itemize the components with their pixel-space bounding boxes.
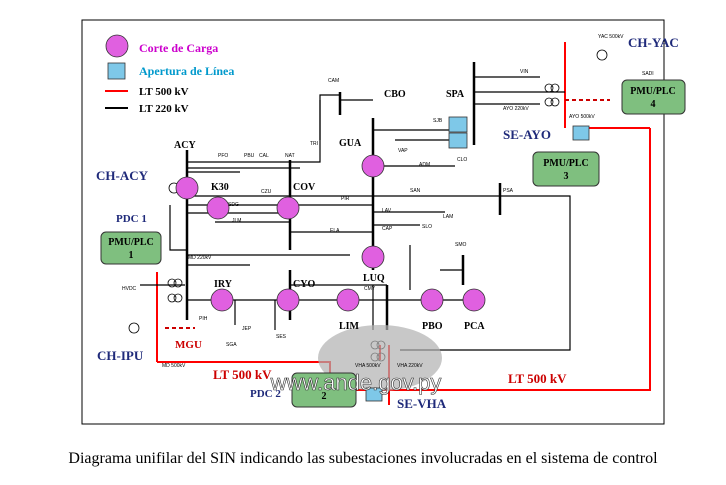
small-vha500: VHA 500kV: [355, 363, 381, 369]
small-jlm: JLM: [232, 218, 241, 224]
label-ch-ipu: CH-IPU: [97, 348, 144, 363]
small-czu: CZU: [261, 189, 272, 195]
small-ses: SES: [276, 334, 287, 340]
small-vin: VIN: [520, 69, 529, 75]
small-clo: CLO: [457, 157, 467, 163]
node-pca: PCA: [464, 321, 485, 332]
line-opening-points: [365, 116, 590, 402]
small-md500: MD 500kV: [162, 363, 186, 369]
pmu-4-num: 4: [651, 99, 656, 110]
small-san: SAN: [410, 188, 421, 194]
small-ayo220: AYO 220kV: [503, 106, 529, 112]
small-lam: LAM: [443, 214, 453, 220]
small-hvdc: HVDC: [122, 286, 137, 292]
label-ch-yac: CH-YAC: [628, 35, 679, 50]
pmu-1-num: 1: [129, 250, 134, 261]
pmu-3-name: PMU/PLC: [543, 158, 589, 169]
label-ch-acy: CH-ACY: [96, 168, 149, 183]
small-pih: PIH: [199, 316, 208, 322]
legend-line-opening-icon: [107, 62, 126, 80]
label-se-vha: SE-VHA: [397, 396, 447, 411]
small-sjb: SJB: [433, 118, 443, 124]
pmu-1-box: [100, 231, 162, 265]
node-cov: COV: [293, 182, 316, 193]
pmu-2-box: [291, 372, 357, 408]
pmu-3-num: 3: [564, 171, 569, 182]
node-gua: GUA: [339, 138, 362, 149]
node-iry: IRY: [214, 279, 233, 290]
small-cam: CAM: [328, 78, 339, 84]
small-pir: PIR: [341, 196, 350, 202]
small-adm: ADM: [419, 162, 430, 168]
small-sga: SGA: [226, 342, 237, 348]
small-cap: CAP: [382, 226, 393, 232]
small-slo: SLO: [422, 224, 432, 230]
node-lim: LIM: [339, 321, 360, 332]
node-luq: LUQ: [363, 273, 385, 284]
pmu-3-box: [532, 151, 600, 187]
legend-line-opening-label: Apertura de Línea: [139, 64, 234, 78]
small-jep: JEP: [242, 326, 252, 332]
label-lt500-left: LT 500 kV: [213, 367, 272, 382]
pmu-1-name: PMU/PLC: [108, 237, 154, 248]
legend-lt220-label: LT 220 kV: [139, 103, 189, 115]
node-cbo: CBO: [384, 89, 406, 100]
small-cal: CAL: [259, 153, 269, 159]
small-yac500: YAC 500kV: [598, 34, 624, 40]
small-nat: NAT: [285, 153, 295, 159]
legend-load-cut-icon: [105, 34, 129, 58]
load-cut-points: [175, 154, 486, 312]
node-k30: K30: [211, 182, 229, 193]
pmu-4-box: [621, 79, 686, 115]
legend-lt500-label: LT 500 kV: [139, 86, 189, 98]
watermark-text: www.ande.gov.py: [270, 370, 442, 395]
label-mgu: MGU: [175, 339, 202, 351]
legend-load-cut-label: Corte de Carga: [139, 41, 218, 55]
small-lav: LAV: [382, 208, 392, 214]
small-smo: SMO: [455, 242, 467, 248]
small-md220: MD 220kV: [188, 255, 212, 261]
small-cmy: CMY: [364, 286, 376, 292]
small-sdg: SDG: [228, 202, 239, 208]
node-spa: SPA: [446, 89, 465, 100]
label-pdc2: PDC 2: [250, 388, 281, 400]
pmu-2-num: 2: [322, 391, 327, 402]
label-pdc1: PDC 1: [116, 213, 147, 225]
small-pfo: PFO: [218, 153, 228, 159]
pmu-4-name: PMU/PLC: [630, 86, 676, 97]
node-cyo: CYO: [293, 279, 315, 290]
node-acy: ACY: [174, 140, 196, 151]
small-tri: TRI: [310, 141, 318, 147]
label-se-ayo: SE-AYO: [503, 127, 551, 142]
small-vap: VAP: [398, 148, 408, 154]
node-pbo: PBO: [422, 321, 443, 332]
label-lt500-right: LT 500 kV: [508, 371, 567, 386]
figure-caption: Diagrama unifilar del SIN indicando las …: [68, 450, 658, 467]
small-ayo500: AYO 500kV: [569, 114, 595, 120]
small-sadi: SADI: [642, 71, 654, 77]
small-psa: PSA: [503, 188, 514, 194]
small-ela: ELA: [330, 228, 340, 234]
small-pbu: PBU: [244, 153, 255, 159]
small-vha220: VHA 220kV: [397, 363, 423, 369]
